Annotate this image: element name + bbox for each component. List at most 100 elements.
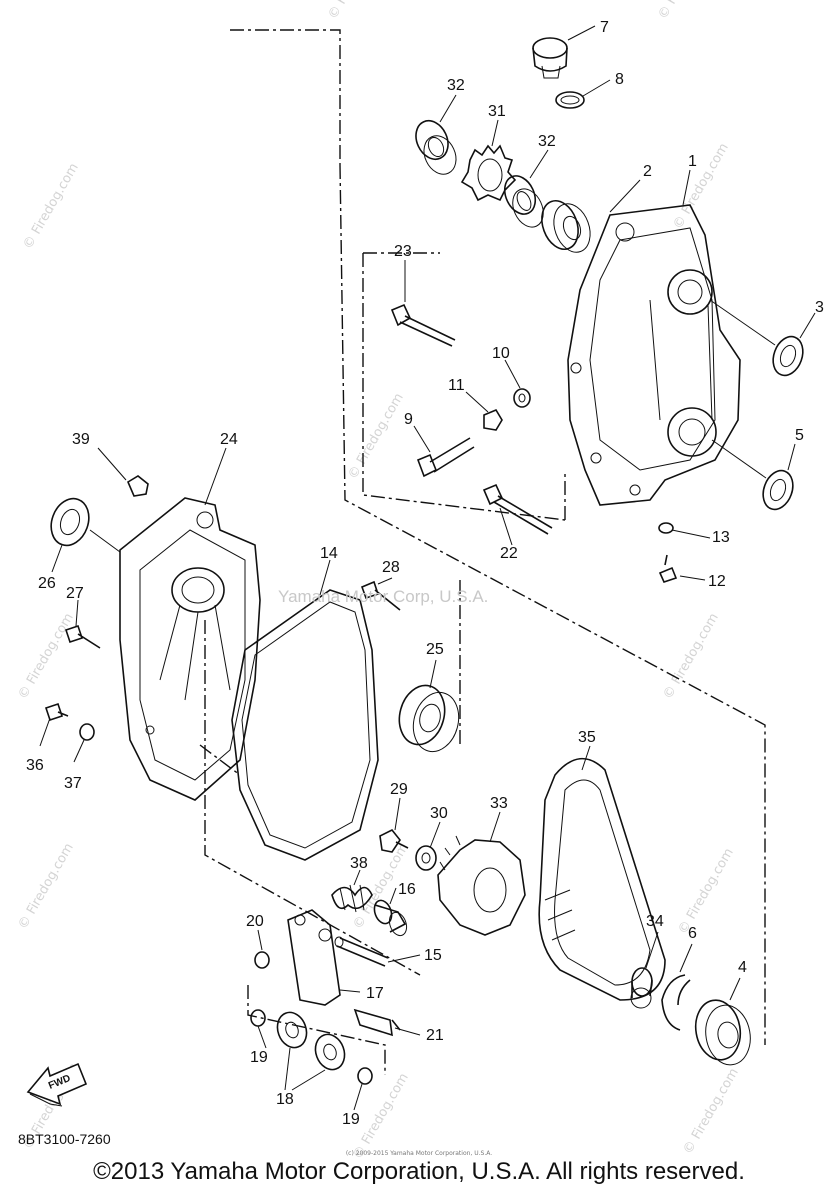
callout-21: 21 — [426, 1027, 444, 1044]
callout-22: 22 — [500, 545, 518, 562]
plug-39 — [126, 475, 149, 497]
callout-1: 1 — [688, 153, 697, 170]
bearing-32-top — [415, 119, 457, 175]
callout-8: 8 — [615, 71, 624, 88]
callout-3: 3 — [815, 299, 824, 316]
callout-36: 36 — [26, 757, 44, 774]
part-code: 8BT3100-7260 — [18, 1131, 111, 1147]
rollers-18 — [276, 1011, 346, 1071]
watermark-firedog: © Firedog.com — [680, 1066, 741, 1157]
callout-9: 9 — [404, 411, 413, 428]
callout-30: 30 — [430, 805, 448, 822]
callout-6: 6 — [688, 925, 697, 942]
watermark-firedog: © Firedog.com — [655, 0, 716, 22]
callout-26: 26 — [38, 575, 56, 592]
oil-seal-26 — [50, 497, 90, 547]
o-ring — [555, 91, 585, 109]
callout-32: 32 — [447, 77, 465, 94]
footer-copyright: ©2013 Yamaha Motor Corporation, U.S.A. A… — [93, 1158, 745, 1185]
callout-7: 7 — [600, 19, 609, 36]
callout-24: 24 — [220, 431, 238, 448]
callout-32: 32 — [538, 133, 556, 150]
washer-30 — [415, 845, 437, 871]
bolt-21 — [353, 1008, 401, 1037]
transmission-case — [567, 204, 741, 506]
screw-12 — [658, 554, 678, 583]
washers-19 — [250, 1009, 373, 1085]
drive-chain-35 — [538, 757, 666, 1001]
callout-5: 5 — [795, 427, 804, 444]
watermark-yamaha: Yamaha Motor Corp, U.S.A. — [278, 587, 488, 606]
washer-37 — [79, 723, 95, 741]
washer-13 — [658, 522, 674, 534]
collar-34 — [630, 967, 653, 1009]
bolt-29 — [379, 828, 409, 853]
callout-31: 31 — [488, 103, 506, 120]
watermark-firedog: © Firedog.com — [15, 611, 76, 702]
bearing-2 — [541, 199, 591, 253]
spring-38 — [331, 884, 373, 913]
circlip-6 — [661, 974, 691, 1031]
watermark-firedog: © Firedog.com — [20, 161, 81, 252]
watermark-firedog: © Firedog.com — [15, 841, 76, 932]
bolt-27 — [64, 624, 101, 649]
callout-39: 39 — [72, 431, 90, 448]
washer-20 — [254, 951, 270, 969]
outer-case — [119, 497, 261, 801]
callout-19: 19 — [342, 1111, 360, 1128]
callout-34: 34 — [646, 913, 664, 930]
callout-12: 12 — [708, 573, 726, 590]
callout-18: 18 — [276, 1091, 294, 1108]
callout-16: 16 — [398, 881, 416, 898]
callout-25: 25 — [426, 641, 444, 658]
watermark-firedog: © Firedog.com — [675, 846, 736, 937]
bolt-22 — [482, 483, 553, 535]
washer-10 — [513, 388, 531, 408]
bolt-28 — [360, 580, 401, 611]
shaft-15 — [334, 936, 389, 967]
callout-33: 33 — [490, 795, 508, 812]
watermark-firedog: © Firedog.com — [345, 391, 406, 482]
callout-28: 28 — [382, 559, 400, 576]
leader-lines — [39, 25, 816, 1111]
drain-plug — [532, 37, 568, 79]
callout-17: 17 — [366, 985, 384, 1002]
callout-4: 4 — [738, 959, 747, 976]
assembly-lines — [199, 29, 766, 1075]
oil-seal-3 — [709, 299, 804, 377]
callout-13: 13 — [712, 529, 730, 546]
sprocket-31 — [460, 144, 517, 202]
callout-37: 37 — [64, 775, 82, 792]
bearing-25 — [398, 684, 460, 753]
footer-small-copyright: (c) 2009-2015 Yamaha Motor Corporation, … — [345, 1150, 493, 1157]
callout-11: 11 — [448, 377, 465, 394]
bearing-32-mid — [503, 175, 544, 228]
nut-11 — [483, 408, 503, 431]
callout-14: 14 — [320, 545, 338, 562]
callout-10: 10 — [492, 345, 510, 362]
fwd-arrow-icon: FWD — [26, 1062, 88, 1107]
bolt-36 — [44, 702, 69, 722]
callout-27: 27 — [66, 585, 84, 602]
bearing-4 — [694, 999, 751, 1066]
collar-16 — [373, 899, 408, 937]
tensioner-arm-17 — [287, 909, 341, 1006]
bolt-9 — [416, 437, 475, 478]
gasket-14 — [231, 589, 379, 861]
callout-38: 38 — [350, 855, 368, 872]
oil-seal-5 — [711, 439, 794, 511]
callout-2: 2 — [643, 163, 652, 180]
watermark-firedog: © Firedog.com — [670, 141, 731, 232]
callout-35: 35 — [578, 729, 596, 746]
callout-20: 20 — [246, 913, 264, 930]
watermark-firedog: © Firedog.com — [660, 611, 721, 702]
callout-15: 15 — [424, 947, 442, 964]
callout-23: 23 — [394, 243, 412, 260]
watermark-firedog: © Firedog.com — [325, 0, 386, 22]
bolt-23 — [390, 303, 456, 347]
sprocket-33 — [437, 835, 526, 936]
callout-19: 19 — [250, 1049, 268, 1066]
callout-labels: 7 8 1 2 3 5 13 12 32 31 32 23 10 11 9 22… — [26, 19, 824, 1128]
callout-29: 29 — [390, 781, 408, 798]
